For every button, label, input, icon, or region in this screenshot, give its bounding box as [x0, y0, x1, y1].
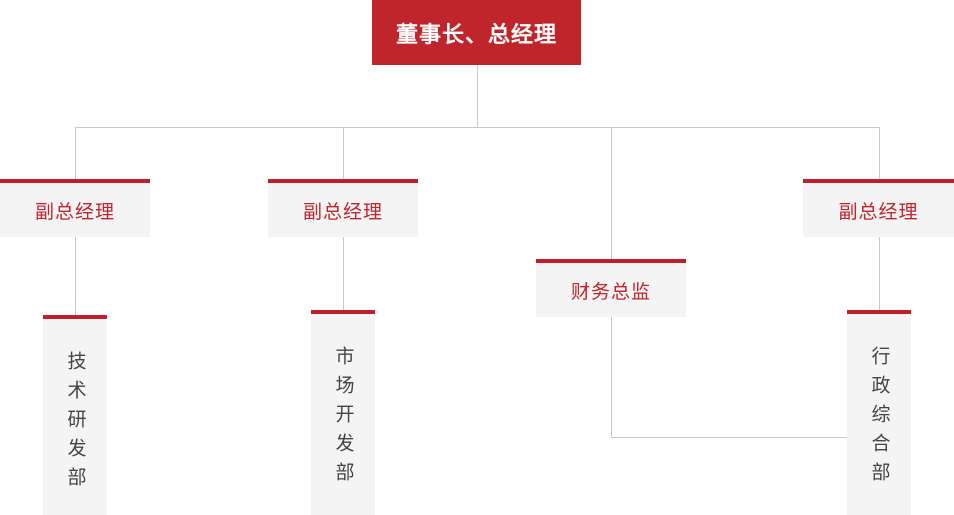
node-label: 副总经理	[838, 200, 919, 223]
connector-vgm3-dept3	[879, 237, 880, 316]
node-label: 副总经理	[302, 200, 383, 223]
node-label: 市场开发部	[332, 346, 355, 491]
node-vice-general-manager-2[interactable]: 副总经理	[268, 179, 418, 237]
connector-vgm1-dept1	[75, 237, 76, 316]
node-label: 技术研发部	[64, 351, 87, 496]
node-vice-general-manager-3[interactable]: 副总经理	[803, 179, 954, 237]
node-label: 副总经理	[34, 200, 115, 223]
node-department-rd[interactable]: 技术研发部	[43, 315, 107, 515]
connector-drop-vgm3	[879, 127, 880, 180]
node-department-administration[interactable]: 行政综合部	[847, 310, 911, 515]
connector-bus	[75, 127, 880, 128]
node-chairman-general-manager[interactable]: 董事长、总经理	[372, 0, 581, 65]
node-label: 财务总监	[570, 280, 651, 303]
node-label: 董事长、总经理	[395, 22, 557, 48]
connector-vgm2-dept2	[343, 237, 344, 316]
connector-cfo-passthrough	[611, 317, 612, 437]
node-vice-general-manager-1[interactable]: 副总经理	[0, 179, 150, 237]
connector-drop-vgm1	[75, 127, 76, 180]
connector-elbow-to-dept3	[611, 437, 879, 438]
connector-drop-vgm2	[343, 127, 344, 180]
node-department-marketing[interactable]: 市场开发部	[311, 310, 375, 515]
node-cfo[interactable]: 财务总监	[536, 259, 686, 317]
connector-drop-cfo	[611, 127, 612, 261]
connector-root-stem	[477, 65, 478, 128]
node-label: 行政综合部	[868, 346, 891, 491]
